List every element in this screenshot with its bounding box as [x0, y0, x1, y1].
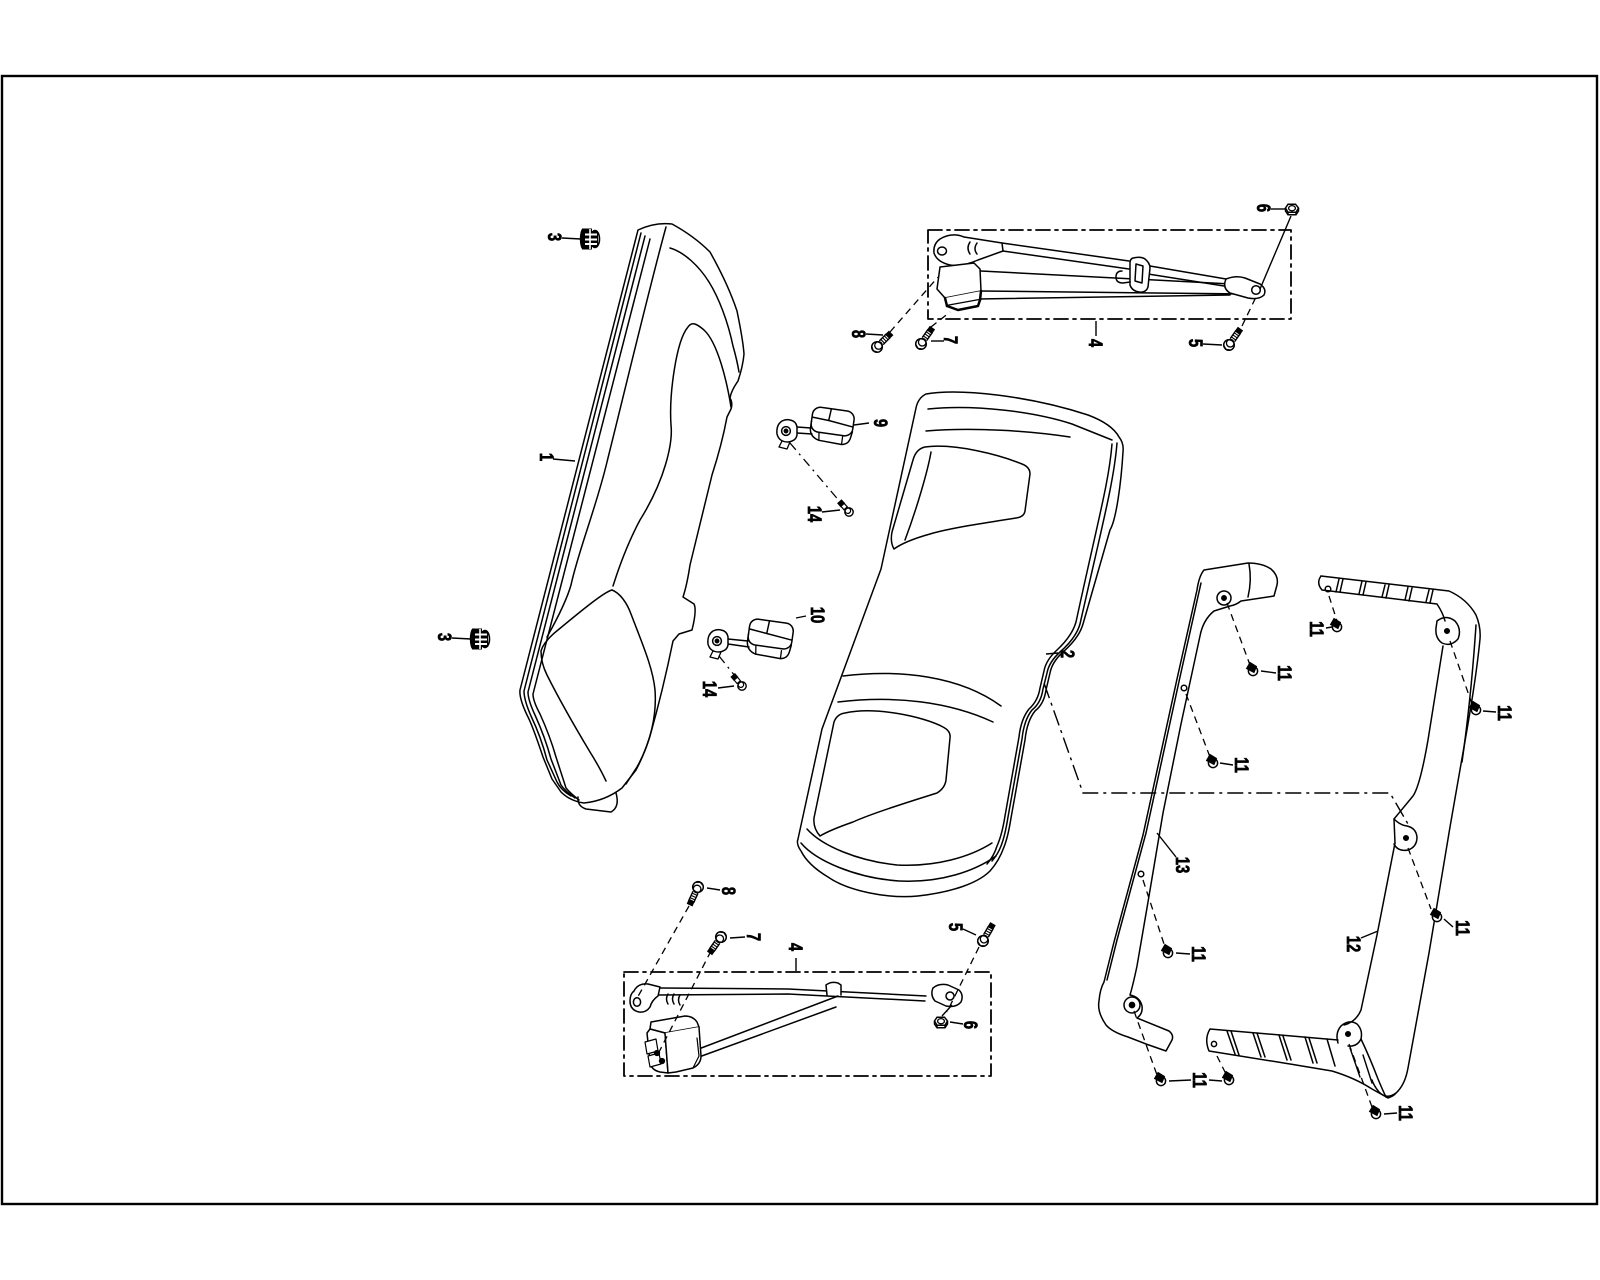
svg-text:5: 5: [945, 923, 966, 931]
svg-text:11: 11: [1395, 1105, 1416, 1121]
svg-text:9: 9: [870, 419, 891, 427]
svg-text:13: 13: [1172, 857, 1193, 873]
svg-text:3: 3: [544, 233, 565, 241]
svg-text:3: 3: [434, 633, 455, 641]
svg-text:4: 4: [785, 943, 806, 952]
svg-text:5: 5: [1185, 339, 1206, 347]
svg-text:10: 10: [807, 607, 828, 623]
svg-text:11: 11: [1231, 757, 1252, 773]
svg-text:2: 2: [1057, 650, 1078, 658]
svg-text:8: 8: [848, 330, 869, 338]
svg-text:11: 11: [1274, 665, 1295, 681]
svg-text:11: 11: [1306, 621, 1327, 637]
svg-text:14: 14: [699, 681, 720, 698]
svg-text:8: 8: [718, 887, 739, 895]
svg-text:12: 12: [1343, 936, 1364, 952]
svg-text:11: 11: [1189, 1072, 1210, 1088]
svg-text:14: 14: [804, 506, 825, 523]
svg-text:11: 11: [1452, 920, 1473, 936]
svg-text:11: 11: [1494, 705, 1515, 721]
svg-text:7: 7: [940, 336, 961, 344]
svg-text:1: 1: [536, 453, 557, 461]
svg-text:6: 6: [1253, 204, 1274, 212]
svg-text:6: 6: [960, 1021, 981, 1029]
svg-text:4: 4: [1085, 339, 1106, 348]
svg-text:7: 7: [743, 933, 764, 941]
svg-text:11: 11: [1188, 946, 1209, 962]
